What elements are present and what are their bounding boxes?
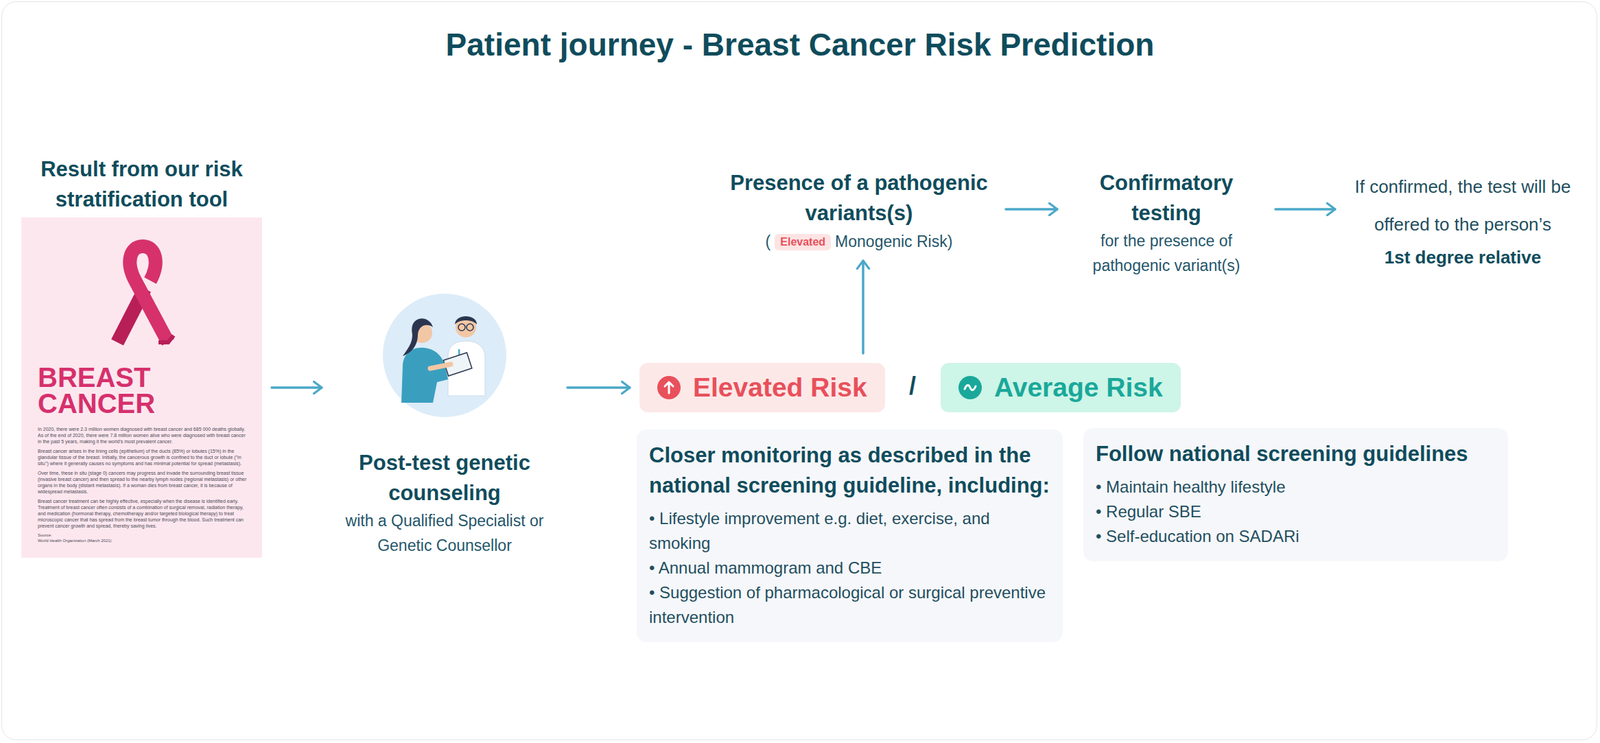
average-care-box: Follow national screening guidelines • Ma… (1083, 428, 1509, 562)
up-arrow-icon (657, 375, 681, 400)
node-text: If confirmed, the test will be offered t… (1344, 168, 1581, 244)
node-text: Confirmatory testing (1066, 168, 1266, 229)
node-text: • Annual mammogram and CBE (649, 555, 1051, 581)
diagram-title: Patient journey - Breast Cancer Risk Pre… (0, 26, 1600, 64)
node-text: Post-test genetic counseling (331, 448, 558, 509)
flow-arrow (271, 386, 322, 390)
node-text: Elevated Risk (692, 372, 868, 403)
relative-offer-step: If confirmed, the test will be offered t… (1344, 168, 1581, 272)
elevated-risk-pill: Elevated Risk (639, 362, 886, 413)
flow-arrow (1005, 207, 1058, 211)
node-text: Monogenic Risk) (834, 232, 953, 252)
node-text: • Suggestion of pharmacological or surgi… (649, 580, 1051, 630)
node-text: • Self-education on SADARi (1095, 524, 1496, 549)
node-text: Breast cancer arises in the lining cells… (37, 448, 249, 467)
node-text: Closer monitoring as described in the na… (649, 440, 1051, 501)
node-text: Follow national screening guidelines (1095, 439, 1496, 470)
node-text: BREAST CANCER (37, 364, 249, 417)
node-text: Presence of a pathogenic variants(s) (721, 168, 997, 229)
poster-panel: BREAST CANCER In 2020, there were 2.3 mil… (21, 217, 263, 558)
counseling-step: Post-test genetic counselingwith a Quali… (331, 292, 558, 558)
node-text: • Lifestyle improvement e.g. diet, exerc… (649, 506, 1051, 556)
average-risk-pill: Average Risk (940, 362, 1181, 413)
separator-label: / (909, 371, 916, 401)
node-text: Result from our risk stratification tool (21, 154, 263, 215)
elevated-care-box: Closer monitoring as described in the na… (636, 429, 1063, 643)
flow-arrow (1275, 207, 1336, 211)
confirmatory-step: Confirmatory testingfor the presence of … (1066, 168, 1266, 278)
node-text: Source: (37, 532, 249, 538)
elevated-badge: Elevated (774, 233, 831, 251)
ribbon-icon (104, 239, 181, 350)
node-text: for the presence of pathogenic variant(s… (1066, 228, 1266, 278)
node-text: ( (765, 232, 772, 252)
node-text: with a Qualified Specialist or Genetic C… (331, 508, 558, 558)
node-text: • Regular SBE (1095, 499, 1496, 525)
node-text: In 2020, there were 2.3 million women di… (37, 426, 249, 445)
flow-arrow (861, 260, 865, 354)
node-text: World Health Organization (March 2021) (37, 537, 249, 544)
counseling-illustration (382, 292, 508, 418)
node-text: Breast cancer treatment can be highly ef… (37, 498, 249, 529)
node-text: 1st degree relative (1344, 243, 1581, 272)
wave-icon (958, 375, 982, 400)
flow-arrow (567, 386, 630, 390)
node-text: Average Risk (994, 372, 1163, 403)
node-text: Over time, these in situ (stage 0) cance… (37, 469, 249, 495)
risk-tool-poster: BREAST CANCER In 2020, there were 2.3 mil… (21, 154, 263, 558)
pathogenic-variant-step: Presence of a pathogenic variants(s) ( Ele… (721, 168, 997, 252)
node-text: • Maintain healthy lifestyle (1095, 474, 1496, 500)
node-text: Elevated (780, 236, 826, 249)
